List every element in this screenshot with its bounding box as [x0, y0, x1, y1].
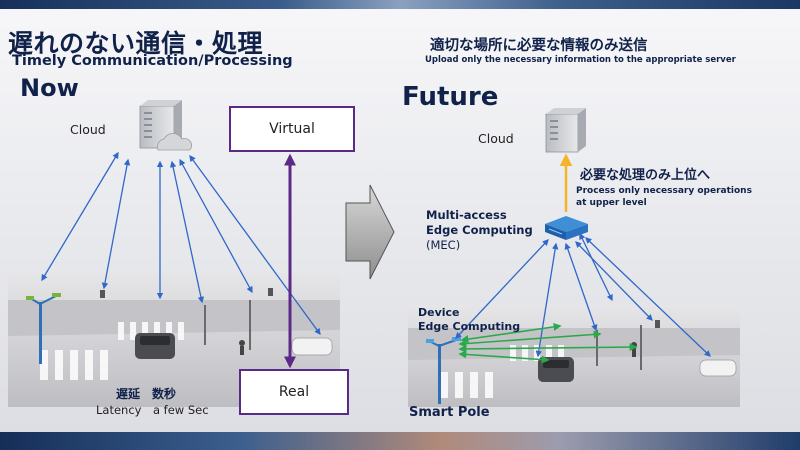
title-english: Timely Communication/Processing [12, 53, 293, 69]
device-edge-label-line1: Device [418, 306, 460, 319]
device-edge-arrows [458, 322, 638, 364]
upper-process-japanese: 必要な処理のみ上位へ [580, 168, 711, 183]
server-icon [139, 100, 182, 149]
top-banner [0, 0, 800, 9]
device-edge-label-line2: Edge Computing [418, 320, 521, 333]
cloud-label-now: Cloud [70, 122, 106, 137]
now-heading: Now [20, 74, 79, 102]
latency-english: Latency a few Sec [96, 403, 209, 417]
cloud-connection-arrows [41, 151, 321, 336]
smart-pole-icon [426, 337, 461, 404]
cloud-label-future: Cloud [478, 131, 514, 146]
virtual-box: Virtual [229, 106, 355, 152]
smart-pole-label: Smart Pole [409, 405, 490, 420]
mec-label-line3: (MEC) [426, 238, 461, 252]
future-heading: Future [402, 82, 499, 112]
real-box: Real [239, 369, 349, 415]
mec-server-icon [545, 216, 588, 240]
future-subtitle-japanese: 適切な場所に必要な情報のみ送信 [430, 38, 648, 54]
future-subtitle-english: Upload only the necessary information to… [425, 55, 736, 65]
bottom-banner [0, 432, 800, 450]
title-japanese: 遅れのない通信・処理 [8, 29, 264, 58]
transition-arrow-icon [345, 184, 395, 280]
server-icon [545, 108, 586, 153]
mec-label-line1: Multi-access [426, 208, 507, 222]
upper-process-english-line2: at upper level [576, 198, 647, 208]
upper-process-english-line1: Process only necessary operations [576, 186, 752, 196]
mec-label-line2: Edge Computing [426, 223, 533, 237]
mec-connection-arrows [455, 232, 711, 358]
cloud-icon [157, 133, 193, 151]
latency-japanese: 遅延 数秒 [116, 387, 177, 401]
